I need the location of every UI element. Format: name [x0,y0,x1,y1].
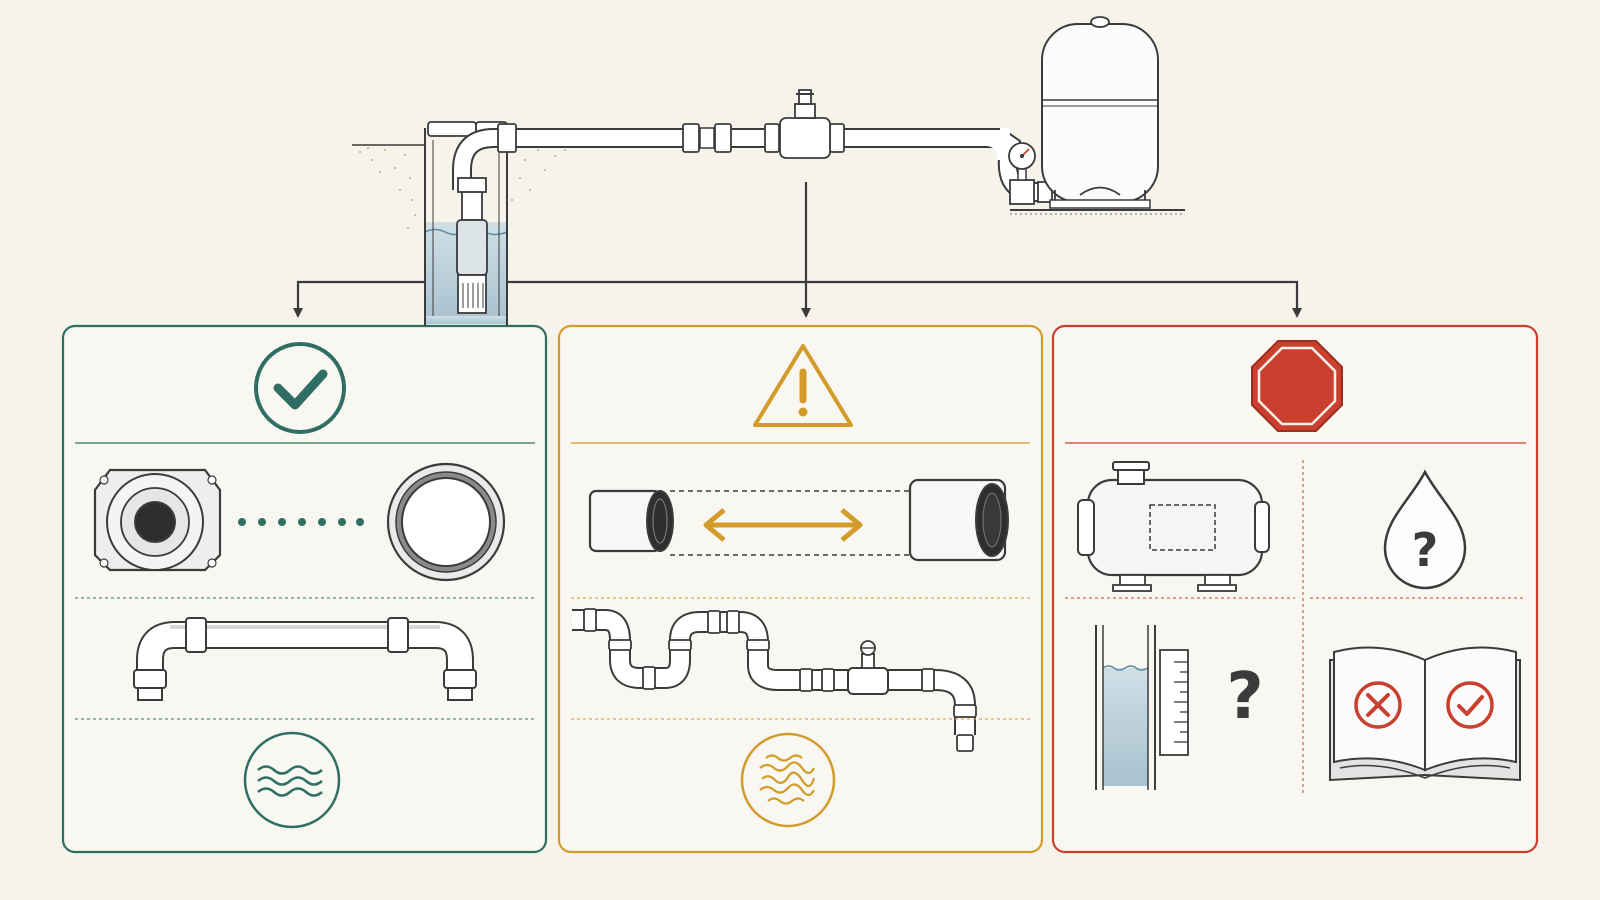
water-system-overview [293,16,1302,322]
well-depth-question-icon: ? [1095,625,1264,790]
check-valve [779,89,831,159]
question-glyph: ? [1412,523,1439,577]
incorrect-x-icon [1354,681,1402,729]
straight-short-pipe-run-icon [133,617,477,701]
submersible-pump [456,189,488,314]
main-line-fittings [497,123,845,153]
pipe-distance-icon [588,478,1009,562]
correct-check-icon [1446,681,1494,729]
manual-book-icon [1329,646,1521,782]
turbulent-water-icon [740,732,836,828]
gate-valve [847,640,889,695]
winding-pipe-run-icon [572,608,977,752]
warning-triangle-icon [753,344,853,427]
pressure-tank [1010,16,1185,215]
water-drop-question-icon: ? [1383,469,1467,590]
pump-outlet-to-fitting-icon [93,462,506,582]
well-cap [427,121,477,137]
panel-stop: ? ? [1051,324,1539,854]
panel-good [61,316,548,854]
stop-octagon-icon [1251,340,1343,432]
jet-pump-icon [1077,461,1270,592]
question-glyph: ? [1226,660,1263,734]
panel-caution [557,324,1044,854]
drop-pipe [452,128,1000,193]
checkmark-circle-icon [254,342,346,434]
ground-surface [352,144,566,229]
calm-water-icon [243,731,341,829]
branch-connectors [293,182,1302,318]
